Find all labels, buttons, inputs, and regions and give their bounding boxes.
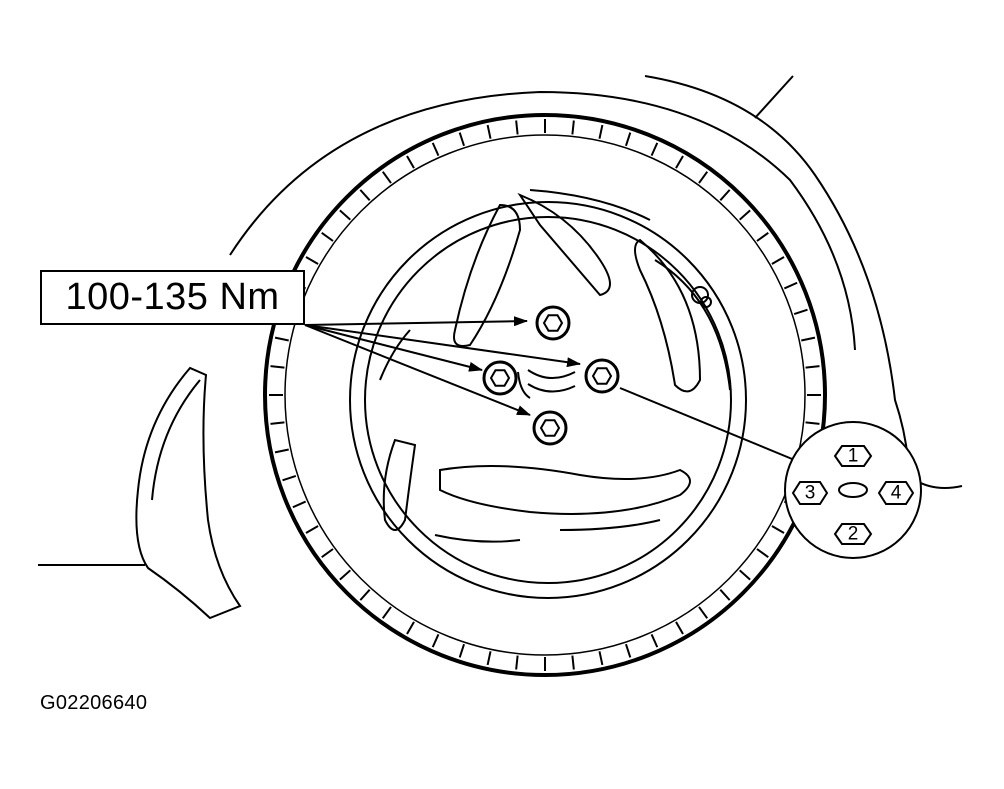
fender-icon [38, 75, 963, 566]
tread-tick [274, 448, 289, 454]
sequence-label-4: 4 [891, 483, 902, 504]
sequence-label-3: 3 [805, 483, 816, 504]
tread-tick [650, 142, 659, 157]
tread-tick [771, 256, 785, 265]
tread-tick [515, 655, 519, 670]
tread-tick [801, 336, 816, 342]
tread-tick [305, 256, 319, 265]
tread-tick [783, 281, 798, 290]
tread-tick [359, 589, 371, 601]
tread-tick [515, 120, 519, 135]
tread-tick [381, 171, 392, 184]
tread-tick [431, 633, 440, 648]
tread-tick [598, 651, 604, 666]
tread-tick [625, 643, 632, 658]
sequence-label-2: 2 [848, 524, 859, 545]
tread-tick [571, 120, 575, 135]
inset-leader-line [619, 387, 798, 462]
tread-tick [698, 606, 709, 619]
figure-id: G02206640 [40, 692, 148, 714]
tread-tick [486, 651, 492, 666]
lug-nut-icon [532, 410, 568, 446]
tread-tick [431, 142, 440, 157]
tread-tick [458, 132, 465, 147]
tread-tick [292, 500, 307, 509]
callout-leader-lines [304, 316, 581, 416]
lug-nut-group [482, 305, 620, 446]
tread-tick [270, 421, 285, 425]
tread-tick [771, 525, 785, 534]
lug-nut-icon [482, 360, 518, 396]
tread-tick [339, 209, 351, 221]
valve-stem-icon [691, 286, 712, 308]
tread-tick [719, 189, 731, 201]
tread-tick [719, 589, 731, 601]
tread-tick [739, 569, 751, 581]
tread-tick [756, 231, 769, 242]
tread-tick [381, 606, 392, 619]
torque-callout: 100-135 Nm [40, 270, 305, 325]
tread-tick [805, 365, 820, 369]
tread-tick [305, 525, 319, 534]
tread-tick [321, 548, 334, 559]
lug-nut-icon [535, 305, 571, 341]
lug-nut-icon [584, 358, 620, 394]
tread-tick [406, 621, 415, 635]
tread-tick [321, 231, 334, 242]
sequence-label-1: 1 [848, 446, 859, 467]
tread-tick [675, 155, 684, 169]
tread-tick [359, 189, 371, 201]
sequence-inset-icon: 1 2 3 4 [784, 421, 922, 559]
tread-tick [698, 171, 709, 184]
tread-tick [598, 124, 604, 139]
tread-tick [406, 155, 415, 169]
tread-tick [739, 209, 751, 221]
tread-tick [756, 548, 769, 559]
mudflap-icon [135, 366, 242, 620]
tread-tick [650, 633, 659, 648]
tread-tick [675, 621, 684, 635]
tread-tick [458, 643, 465, 658]
tread-tick [571, 655, 575, 670]
tread-tick [282, 475, 297, 482]
tread-tick [274, 336, 289, 342]
wheel-icon [263, 113, 827, 677]
tread-tick [625, 132, 632, 147]
tread-tick [805, 421, 820, 425]
tread-tick [270, 365, 285, 369]
tread-tick [793, 308, 808, 315]
tread-tick [339, 569, 351, 581]
tread-tick [486, 124, 492, 139]
